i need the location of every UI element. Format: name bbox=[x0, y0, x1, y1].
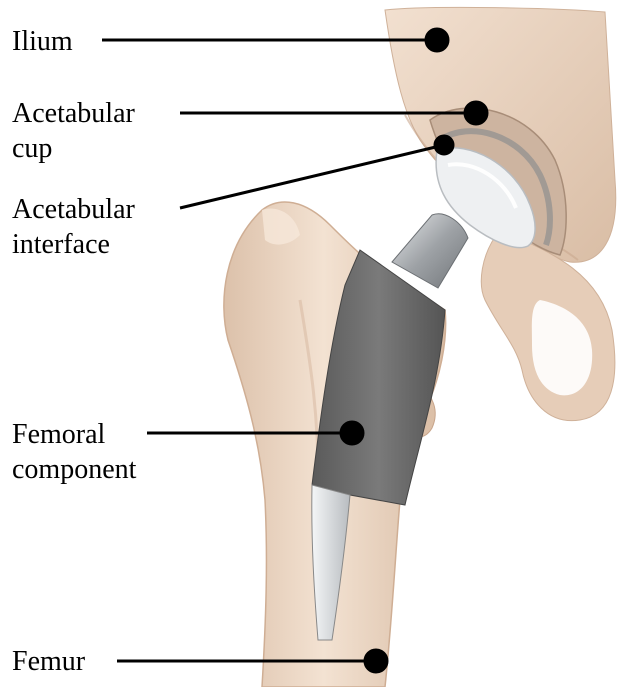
femoral-neck bbox=[392, 214, 468, 288]
label-acetabular-cup-line1: Acetabular bbox=[12, 96, 135, 131]
label-acetabular-cup-line2: cup bbox=[12, 131, 135, 166]
label-acetabular-cup: Acetabular cup bbox=[12, 96, 135, 166]
label-femoral-component-line2: component bbox=[12, 452, 136, 487]
label-acetabular-interface-line2: interface bbox=[12, 227, 135, 262]
label-ilium-text: Ilium bbox=[12, 24, 73, 59]
label-femur-text: Femur bbox=[12, 644, 85, 679]
label-femoral-component: Femoral component bbox=[12, 417, 136, 487]
label-femoral-component-line1: Femoral bbox=[12, 417, 136, 452]
label-femur: Femur bbox=[12, 644, 85, 679]
label-ilium: Ilium bbox=[12, 24, 73, 59]
label-acetabular-interface-line1: Acetabular bbox=[12, 192, 135, 227]
label-acetabular-interface: Acetabular interface bbox=[12, 192, 135, 262]
